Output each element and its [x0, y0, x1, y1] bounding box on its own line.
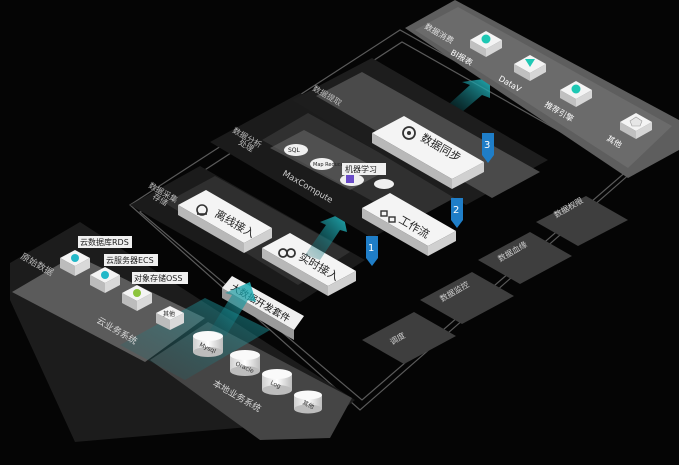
governance-blocks: 数据权限 数据血缘 数据监控 调度 — [362, 195, 628, 364]
cloud-other-chip[interactable]: 其他 — [156, 306, 184, 330]
mapreduce-chip-label: Map Reduce — [313, 162, 344, 168]
disk-log-label: Log — [269, 379, 282, 390]
ml-label-box — [342, 163, 386, 175]
sql-chip[interactable] — [284, 144, 308, 156]
step-markers: 1 2 3 — [366, 133, 494, 266]
flow-arrow-extract — [448, 78, 490, 112]
mapreduce-chip[interactable] — [310, 158, 334, 170]
ecs-label: 云服务器ECS — [106, 255, 154, 265]
local-disks: Mysql Oracle Log 其他 — [193, 331, 322, 414]
rds-chip[interactable]: 云数据库RDS — [60, 236, 132, 276]
other-icon — [629, 116, 643, 127]
cloud-icon — [196, 204, 208, 216]
oss-chip[interactable]: 对象存储OSS — [122, 272, 188, 311]
extract-layer: 数据提取 数据同步 — [292, 58, 548, 205]
ecs-chip[interactable]: 云服务器ECS — [90, 254, 158, 293]
governance-schedule[interactable]: 调度 — [362, 312, 456, 364]
flow-arrow-ingest — [305, 213, 347, 260]
step-1: 1 — [366, 236, 378, 266]
link-icon — [278, 248, 296, 258]
disk-other[interactable]: 其他 — [294, 390, 322, 414]
oss-icon — [133, 289, 141, 297]
rds-icon — [71, 254, 79, 262]
step-2: 2 — [451, 198, 463, 228]
workflow-icon — [380, 210, 396, 223]
bi-report-icon — [481, 34, 491, 44]
rds-label: 云数据库RDS — [80, 237, 129, 247]
disk-oracle[interactable]: Oracle — [230, 350, 260, 376]
datav-icon — [525, 59, 535, 67]
ml-label: 机器学习 — [345, 164, 377, 174]
machine-learning-chip[interactable]: 机器学习 — [340, 163, 394, 189]
recommend-icon — [571, 84, 581, 94]
governance-lineage[interactable]: 数据血缘 — [478, 232, 572, 284]
governance-monitor[interactable]: 数据监控 — [420, 272, 514, 324]
ingest-layer: 数据采集 存储 离线接入 实时接入 — [130, 166, 365, 302]
step-2-label: 2 — [453, 205, 459, 216]
step-1-label: 1 — [368, 243, 374, 254]
consume-layer: 数据消费 BI报表 DataV 推荐引擎 其他 — [405, 0, 679, 178]
realtime-ingest-box[interactable]: 实时接入 — [262, 233, 356, 296]
oss-label: 对象存储OSS — [134, 273, 182, 283]
step-3-label: 3 — [484, 140, 490, 151]
sql-chip-label: SQL — [288, 147, 301, 154]
sync-icon — [402, 126, 416, 140]
cloud-system-chips: 云数据库RDS 云服务器ECS 对象存储OSS 其他 — [60, 236, 188, 330]
analysis-layer: 数据分析 处理 SQL Map Reduce MaxCompute 机器学习 — [210, 93, 465, 256]
workflow-box[interactable]: 工作流 — [362, 193, 456, 256]
step-3: 3 — [482, 133, 494, 163]
cloud-other-label: 其他 — [163, 310, 175, 318]
disk-log[interactable]: Log — [262, 369, 292, 395]
ecs-icon — [101, 271, 109, 279]
disk-mysql[interactable]: Mysql — [193, 331, 223, 357]
flow-arrow-suite — [210, 282, 256, 336]
